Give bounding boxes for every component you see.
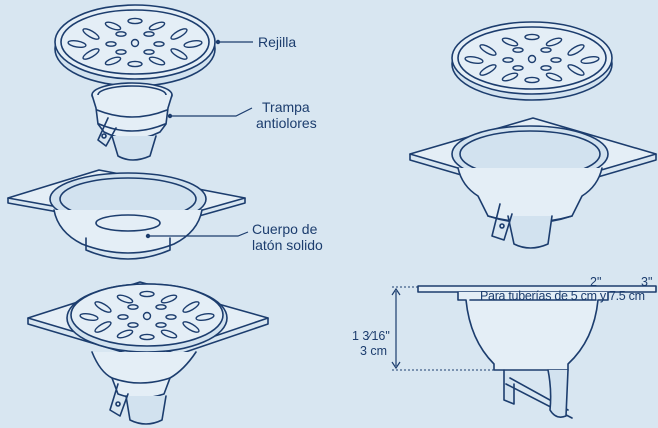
pipe-size-2in: 2"	[590, 275, 602, 289]
height-metric: 3 cm	[360, 344, 388, 358]
trap-label-line2: antiolores	[256, 115, 317, 131]
grate-label: Rejilla	[258, 34, 297, 50]
drain-section	[417, 285, 657, 419]
pipe-size-3in: 3"	[641, 275, 653, 289]
grate-exploded	[54, 4, 216, 87]
body-label-line2: latón solido	[252, 237, 323, 253]
pipe-note: Para tuberías de 5 cm y 7.5 cm	[480, 289, 645, 303]
grate-right	[451, 21, 613, 101]
trap-leader	[170, 107, 253, 117]
drain-body-right	[409, 117, 657, 249]
trap-label-line1: Trampa	[262, 99, 310, 115]
trap-exploded	[91, 82, 173, 161]
drain-assembled-left	[27, 281, 269, 425]
height-imperial: 1 3⁄16"	[352, 329, 390, 343]
body-label-line1: Cuerpo de	[252, 221, 318, 237]
body-exploded	[7, 169, 246, 260]
body-leader	[148, 231, 249, 237]
